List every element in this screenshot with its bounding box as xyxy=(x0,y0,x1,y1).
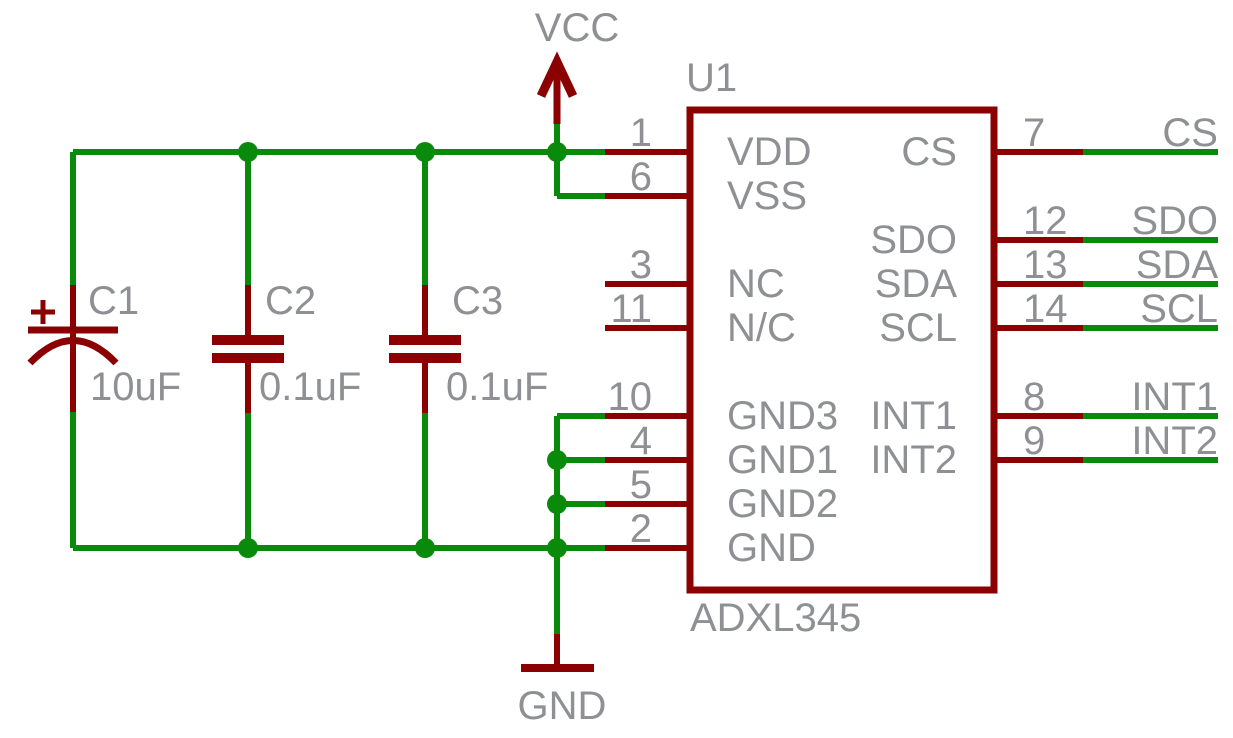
pin-number: 6 xyxy=(629,155,652,199)
ic-body xyxy=(686,106,998,594)
pin-number: 14 xyxy=(1023,287,1068,331)
net-label: INT2 xyxy=(1131,419,1218,463)
net-label: SCL xyxy=(1140,287,1218,331)
cap-value: 0.1uF xyxy=(259,365,362,409)
pin-number: 11 xyxy=(610,287,652,331)
pin-name: GND xyxy=(727,526,816,570)
pin-number: 10 xyxy=(607,375,653,419)
pin-number: 3 xyxy=(629,243,652,287)
pin-name: GND2 xyxy=(727,482,839,526)
net-label: CS xyxy=(1162,111,1218,155)
pin-name: VSS xyxy=(727,174,808,218)
vcc-symbol-icon xyxy=(536,51,578,124)
net-label: SDA xyxy=(1135,243,1218,287)
pin-name: SCL xyxy=(879,306,957,350)
vcc-net-label: VCC xyxy=(534,6,620,50)
cap-refdes: C3 xyxy=(452,279,504,323)
cap-value: 10uF xyxy=(90,365,182,409)
pin-name: SDO xyxy=(870,218,957,262)
pin-name: N/C xyxy=(727,306,796,350)
cap-refdes: C2 xyxy=(265,279,317,323)
ic-pins xyxy=(605,149,1218,551)
cap-refdes: C1 xyxy=(88,279,140,323)
pin-name: GND1 xyxy=(727,438,839,482)
ic-refdes: U1 xyxy=(686,56,738,100)
pin-number: 9 xyxy=(1023,419,1046,463)
capacitor-c2-symbol xyxy=(212,152,284,548)
gnd-symbol-icon xyxy=(521,634,594,672)
vcc-net-wires xyxy=(73,120,607,199)
pin-number: 5 xyxy=(629,463,652,507)
pin-name: VDD xyxy=(727,130,812,174)
junction-dot xyxy=(547,142,567,162)
capacitor-c3-symbol xyxy=(389,152,461,548)
pin-name: INT1 xyxy=(870,394,957,438)
cap-value: 0.1uF xyxy=(446,365,549,409)
net-label: INT1 xyxy=(1131,375,1218,419)
pin-number: 4 xyxy=(629,419,652,463)
pin-name: SDA xyxy=(874,262,957,306)
ic-value: ADXL345 xyxy=(690,596,862,640)
capacitor-c1-symbol xyxy=(27,152,119,548)
pin-name: NC xyxy=(727,262,785,306)
pin-number: 1 xyxy=(629,111,652,155)
pin-name: GND3 xyxy=(727,394,839,438)
pin-name: CS xyxy=(901,130,957,174)
plus-icon xyxy=(31,300,55,324)
pin-number: 12 xyxy=(1023,199,1068,243)
pin-name: INT2 xyxy=(870,438,957,482)
junction-dot xyxy=(547,538,567,558)
net-label: SDO xyxy=(1131,199,1218,243)
pin-number: 2 xyxy=(629,507,652,551)
pin-number: 13 xyxy=(1023,243,1068,287)
pin-number: 8 xyxy=(1023,375,1046,419)
junction-dot xyxy=(547,494,567,514)
gnd-net-label: GND xyxy=(517,684,607,728)
pin-number: 7 xyxy=(1023,111,1046,155)
junction-dot xyxy=(547,450,567,470)
gnd-net-wires xyxy=(73,413,607,636)
